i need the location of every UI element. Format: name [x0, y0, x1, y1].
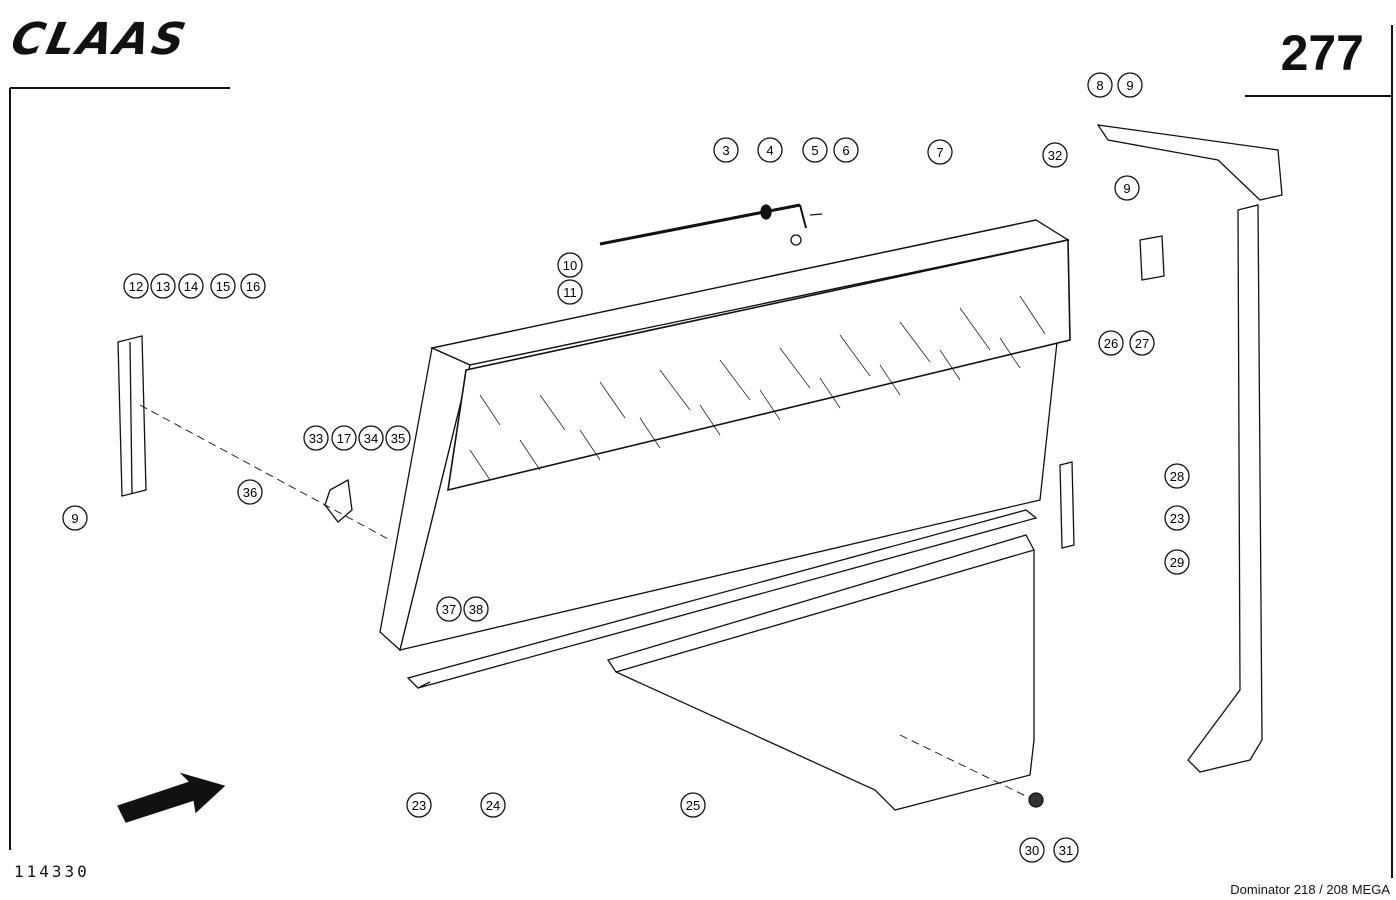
callout-number: 34: [364, 431, 378, 446]
callout-circle: [237, 479, 263, 505]
callout-number: 3: [722, 143, 729, 158]
callout-number: 5: [811, 143, 818, 158]
callout-circle: [1117, 72, 1143, 98]
callout-number: 14: [184, 279, 198, 294]
callout-number: 35: [391, 431, 405, 446]
callout-number: 33: [309, 431, 323, 446]
callout-circle: [62, 505, 88, 531]
callout-number: 25: [686, 798, 700, 813]
document-id: 114330: [14, 862, 90, 881]
callout-circle: [480, 792, 506, 818]
callout-number: 9: [71, 511, 78, 526]
callout-circle: [1019, 837, 1045, 863]
callout-number: 23: [412, 798, 426, 813]
mounting-strip: [1059, 461, 1075, 549]
callout-number: 15: [216, 279, 230, 294]
callout-circle: [1042, 142, 1068, 168]
callout-circle: [385, 425, 411, 451]
latch-plate: [324, 478, 353, 523]
callout-circle: [463, 596, 489, 622]
callout-number: 6: [842, 143, 849, 158]
callout-number: 9: [1123, 181, 1130, 196]
callout-number: 28: [1170, 469, 1184, 484]
callout-circle: [123, 273, 149, 299]
model-name: Dominator 218 / 208 MEGA: [1230, 882, 1390, 897]
callout-number: 12: [129, 279, 143, 294]
callout-number: 29: [1170, 555, 1184, 570]
callout-number: 16: [246, 279, 260, 294]
callout-number: 4: [766, 143, 773, 158]
callout-circle: [557, 279, 583, 305]
callout-circle: [1087, 72, 1113, 98]
callout-number: 27: [1135, 336, 1149, 351]
callout-number: 26: [1104, 336, 1118, 351]
callout-number: 11: [563, 285, 577, 300]
callout-circle: [150, 273, 176, 299]
callout-circle: [802, 137, 828, 163]
callout-number: 8: [1096, 78, 1103, 93]
callout-circle: [927, 139, 953, 165]
callout-number: 37: [442, 602, 456, 617]
hinge-plate: [1139, 235, 1165, 281]
bottom-rail: [406, 509, 1038, 689]
callout-circle: [358, 425, 384, 451]
callout-circle: [757, 137, 783, 163]
callout-circle: [303, 425, 329, 451]
callout-number: 31: [1059, 843, 1073, 858]
callout-circle: [557, 252, 583, 278]
callout-circle: [680, 792, 706, 818]
page-number: 277: [1280, 25, 1364, 81]
direction-arrow: [117, 772, 226, 823]
callout-circle: [178, 273, 204, 299]
top-bracket: [1096, 124, 1283, 201]
callout-circle: [713, 137, 739, 163]
callout-circle: [1053, 837, 1079, 863]
lower-flap: [606, 534, 1035, 811]
callout-number: 10: [563, 258, 577, 273]
callout-number: 9: [1126, 78, 1133, 93]
callout-circle: [1164, 463, 1190, 489]
callout-circle: [1164, 505, 1190, 531]
callout-circle: [1098, 330, 1124, 356]
knob: [1028, 792, 1044, 808]
callout-number: 32: [1048, 148, 1062, 163]
callout-circle: [406, 792, 432, 818]
callout-number: 13: [156, 279, 170, 294]
callout-circle: [436, 596, 462, 622]
callout-circle: [331, 425, 357, 451]
callout-number: 7: [936, 145, 943, 160]
callout-circle: [240, 273, 266, 299]
upper-rod: [599, 203, 823, 246]
callout-circle: [210, 273, 236, 299]
callout-number: 36: [243, 485, 257, 500]
callout-circle: [833, 137, 859, 163]
right-post: [1187, 204, 1263, 773]
callout-number: 30: [1025, 843, 1039, 858]
left-post: [117, 335, 147, 497]
window-glass: [447, 239, 1071, 492]
callout-number: 38: [469, 602, 483, 617]
callout-circle: [1114, 175, 1140, 201]
callout-circle: [1164, 549, 1190, 575]
callout-number: 17: [337, 431, 351, 446]
callout-number: 23: [1170, 511, 1184, 526]
callout-circle: [1129, 330, 1155, 356]
callout-number: 24: [486, 798, 500, 813]
